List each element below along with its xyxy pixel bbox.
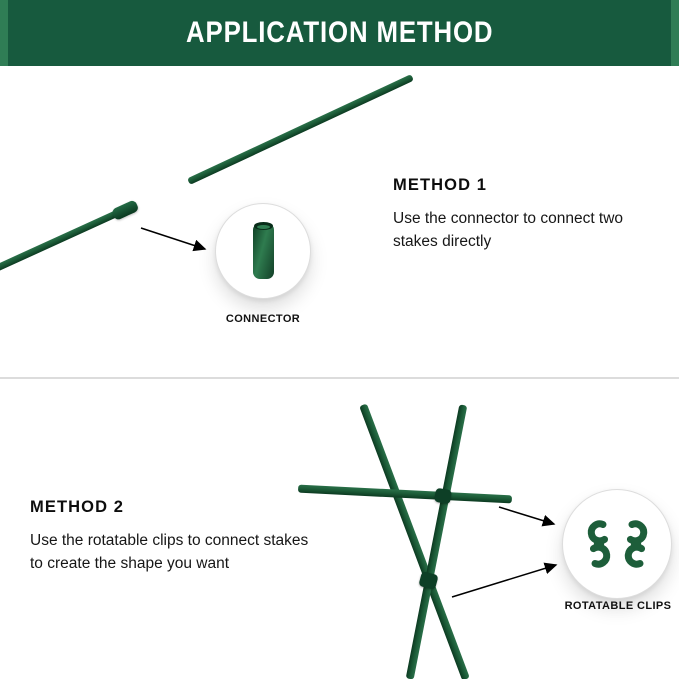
arrow-to-clips-lower [451,562,558,598]
garden-stake-lower [0,198,140,273]
method-2-description: Use the rotatable clips to connect stake… [30,532,309,572]
method-1-description: Use the connector to connect two stakes … [393,210,624,250]
clips-callout-circle [562,489,672,599]
method-1-heading: METHOD 1 [393,176,488,194]
arrow-to-connector [140,227,207,252]
arrow-to-clips-upper [498,506,556,527]
connector-icon [252,222,274,279]
section-divider [0,377,679,379]
banner: APPLICATION METHOD [0,0,679,66]
method-2-copy: METHOD 2 Use the rotatable clips to conn… [30,498,318,576]
rotatable-clip-icon [587,520,610,568]
method-1-copy: METHOD 1 Use the connector to connect tw… [393,176,665,254]
rotatable-clip-icon [624,520,647,568]
banner-title: APPLICATION METHOD [185,16,494,49]
method-2-heading: METHOD 2 [30,498,125,516]
garden-stake-upper [187,74,414,185]
clip-junction-upper [433,487,453,505]
horizontal-stake [297,484,513,504]
connector-sleeve [110,198,140,221]
banner-edge-right [671,0,679,66]
banner-edge-left [0,0,8,66]
connector-callout-circle [215,203,311,299]
rotatable-clips-label: ROTATABLE CLIPS [564,600,672,612]
connector-label: CONNECTOR [225,313,301,325]
